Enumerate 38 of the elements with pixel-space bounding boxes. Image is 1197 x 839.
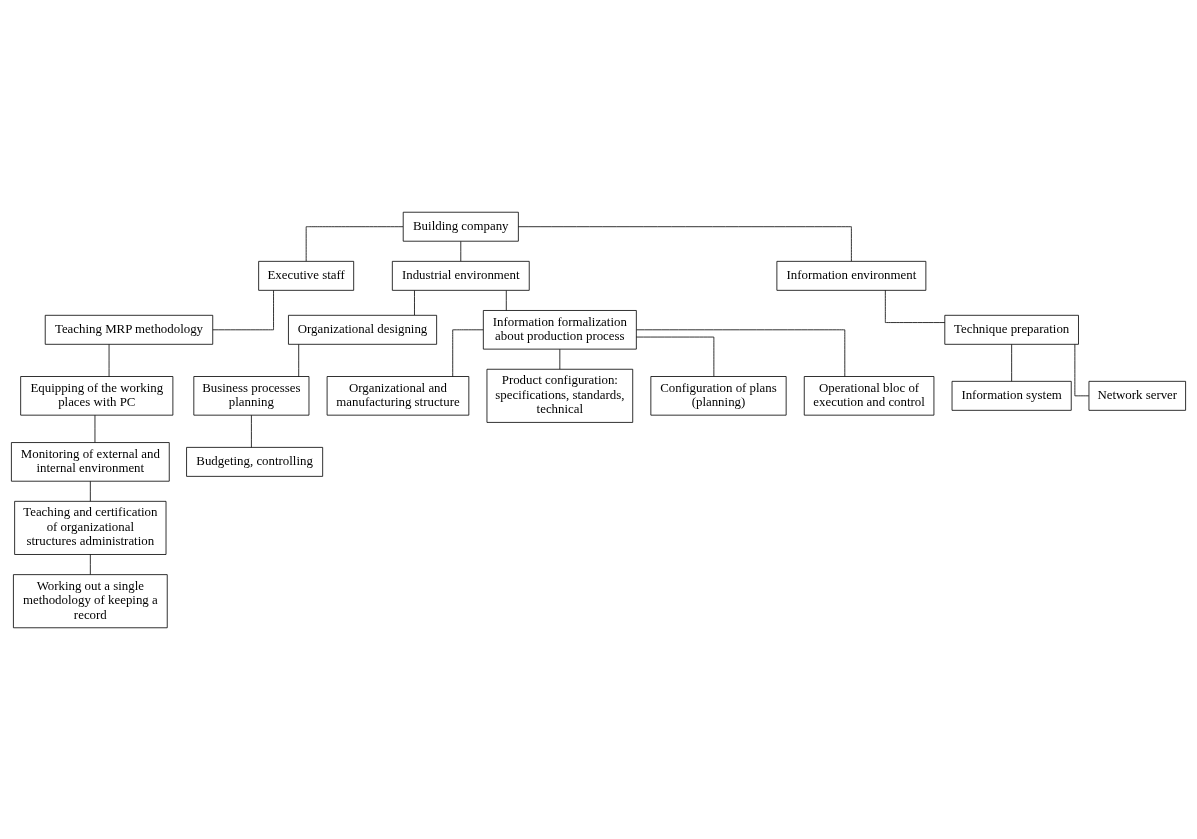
connector [636, 336, 715, 377]
connector [518, 225, 852, 261]
node-box: Executive staff [258, 260, 355, 291]
node-box: Configuration of plans (planning) [650, 375, 787, 416]
connector [305, 225, 404, 261]
connector [108, 343, 110, 377]
node-box: Building company [402, 211, 519, 242]
connector [89, 553, 91, 575]
node-box: Teaching and certification of organizational structures administration [14, 500, 167, 555]
node-box: Equipping of the working places with PC [20, 375, 174, 416]
node-box: Organizational designing [288, 314, 438, 345]
node-box: Working out a single methodology of keeping a record [13, 573, 168, 628]
connector [251, 414, 252, 448]
connector [505, 289, 507, 311]
connector [94, 414, 96, 443]
connector [298, 343, 300, 377]
connector [460, 240, 462, 261]
node-box: Operational bloc of execution and control [803, 375, 935, 416]
node-box: Product configuration: specifications, standards, technical [486, 368, 634, 423]
node-box: Technique preparation [944, 314, 1079, 345]
node-box: Budgeting, controlling [186, 446, 324, 477]
connector [414, 289, 415, 315]
connector [559, 348, 561, 370]
node-box: Information environment [776, 260, 927, 291]
node-box: Industrial environment [391, 260, 530, 291]
node-box: Organizational and manufacturing structure [326, 375, 470, 416]
connector [212, 289, 274, 330]
node-box: Business processes planning [193, 375, 310, 416]
connector [1011, 343, 1013, 382]
node-box: Information system [951, 380, 1072, 411]
node-box: Monitoring of external and internal environment [11, 441, 170, 482]
node-box: Network server [1088, 380, 1186, 411]
node-box: Teaching MRP methodology [44, 314, 214, 345]
connector [89, 480, 91, 502]
connector [636, 328, 846, 377]
connector [452, 328, 484, 377]
node-box: Information formalization about production process [482, 309, 637, 350]
connector [884, 289, 946, 323]
